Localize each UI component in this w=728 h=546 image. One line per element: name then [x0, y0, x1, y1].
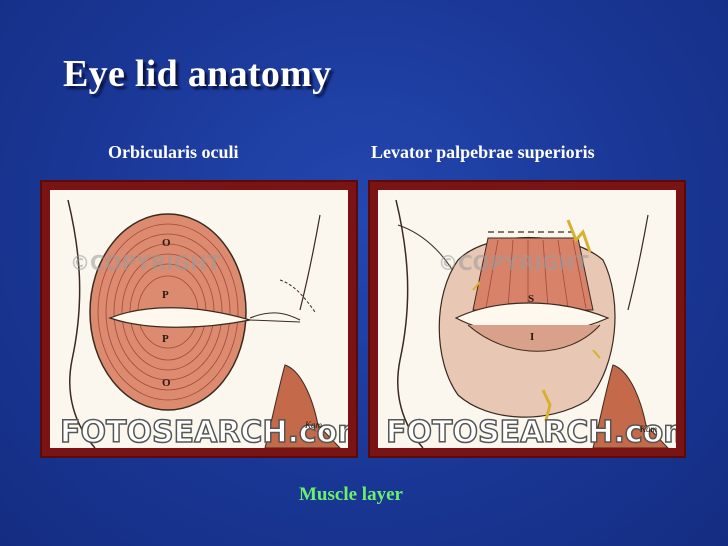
lower-lid-muscle: [467, 324, 601, 352]
label-o-bottom: O: [162, 377, 171, 389]
brow-outline: [299, 214, 321, 311]
orbicularis-illustration-frame: O P P O ©COPYRIGHT FOTOSEARCH.com Kam: [40, 180, 358, 458]
slide-title: Eye lid anatomy: [63, 53, 332, 95]
nerve-lower: [541, 389, 558, 436]
face-outline: [395, 199, 424, 448]
orbicularis-illustration: O P P O ©COPYRIGHT FOTOSEARCH.com Kam: [50, 190, 348, 448]
label-s: S: [528, 293, 534, 305]
levator-caption: Levator palpebrae superioris: [371, 142, 595, 162]
copyright-watermark: ©COPYRIGHT: [70, 251, 221, 275]
label-p-bottom: P: [162, 333, 169, 345]
fotosearch-watermark: FOTOSEARCH.com: [386, 415, 676, 448]
levator-fibers: [485, 239, 587, 309]
artist-signature: Kam: [304, 420, 323, 430]
levator-illustration: S I ©COPYRIGHT FOTOSEARCH.com Kam: [378, 190, 676, 448]
nerve-upper: [566, 219, 592, 253]
copyright-watermark: ©COPYRIGHT: [438, 251, 589, 275]
label-i: I: [530, 331, 534, 343]
label-p-top: P: [162, 289, 169, 301]
fotosearch-watermark: FOTOSEARCH.com: [60, 415, 348, 448]
levator-muscle: [472, 237, 594, 311]
label-o-top: O: [162, 237, 171, 249]
nose-shape: [264, 364, 341, 448]
artist-signature: Kam: [639, 424, 658, 434]
levator-illustration-frame: S I ©COPYRIGHT FOTOSEARCH.com Kam: [368, 180, 686, 458]
eye-fissure: [108, 307, 251, 328]
face-outline: [67, 199, 96, 448]
muscle-layer-caption: Muscle layer: [299, 484, 403, 505]
brow-outline: [627, 214, 649, 311]
nose-shape: [592, 364, 669, 448]
orbicularis-caption: Orbicularis oculi: [108, 142, 239, 162]
